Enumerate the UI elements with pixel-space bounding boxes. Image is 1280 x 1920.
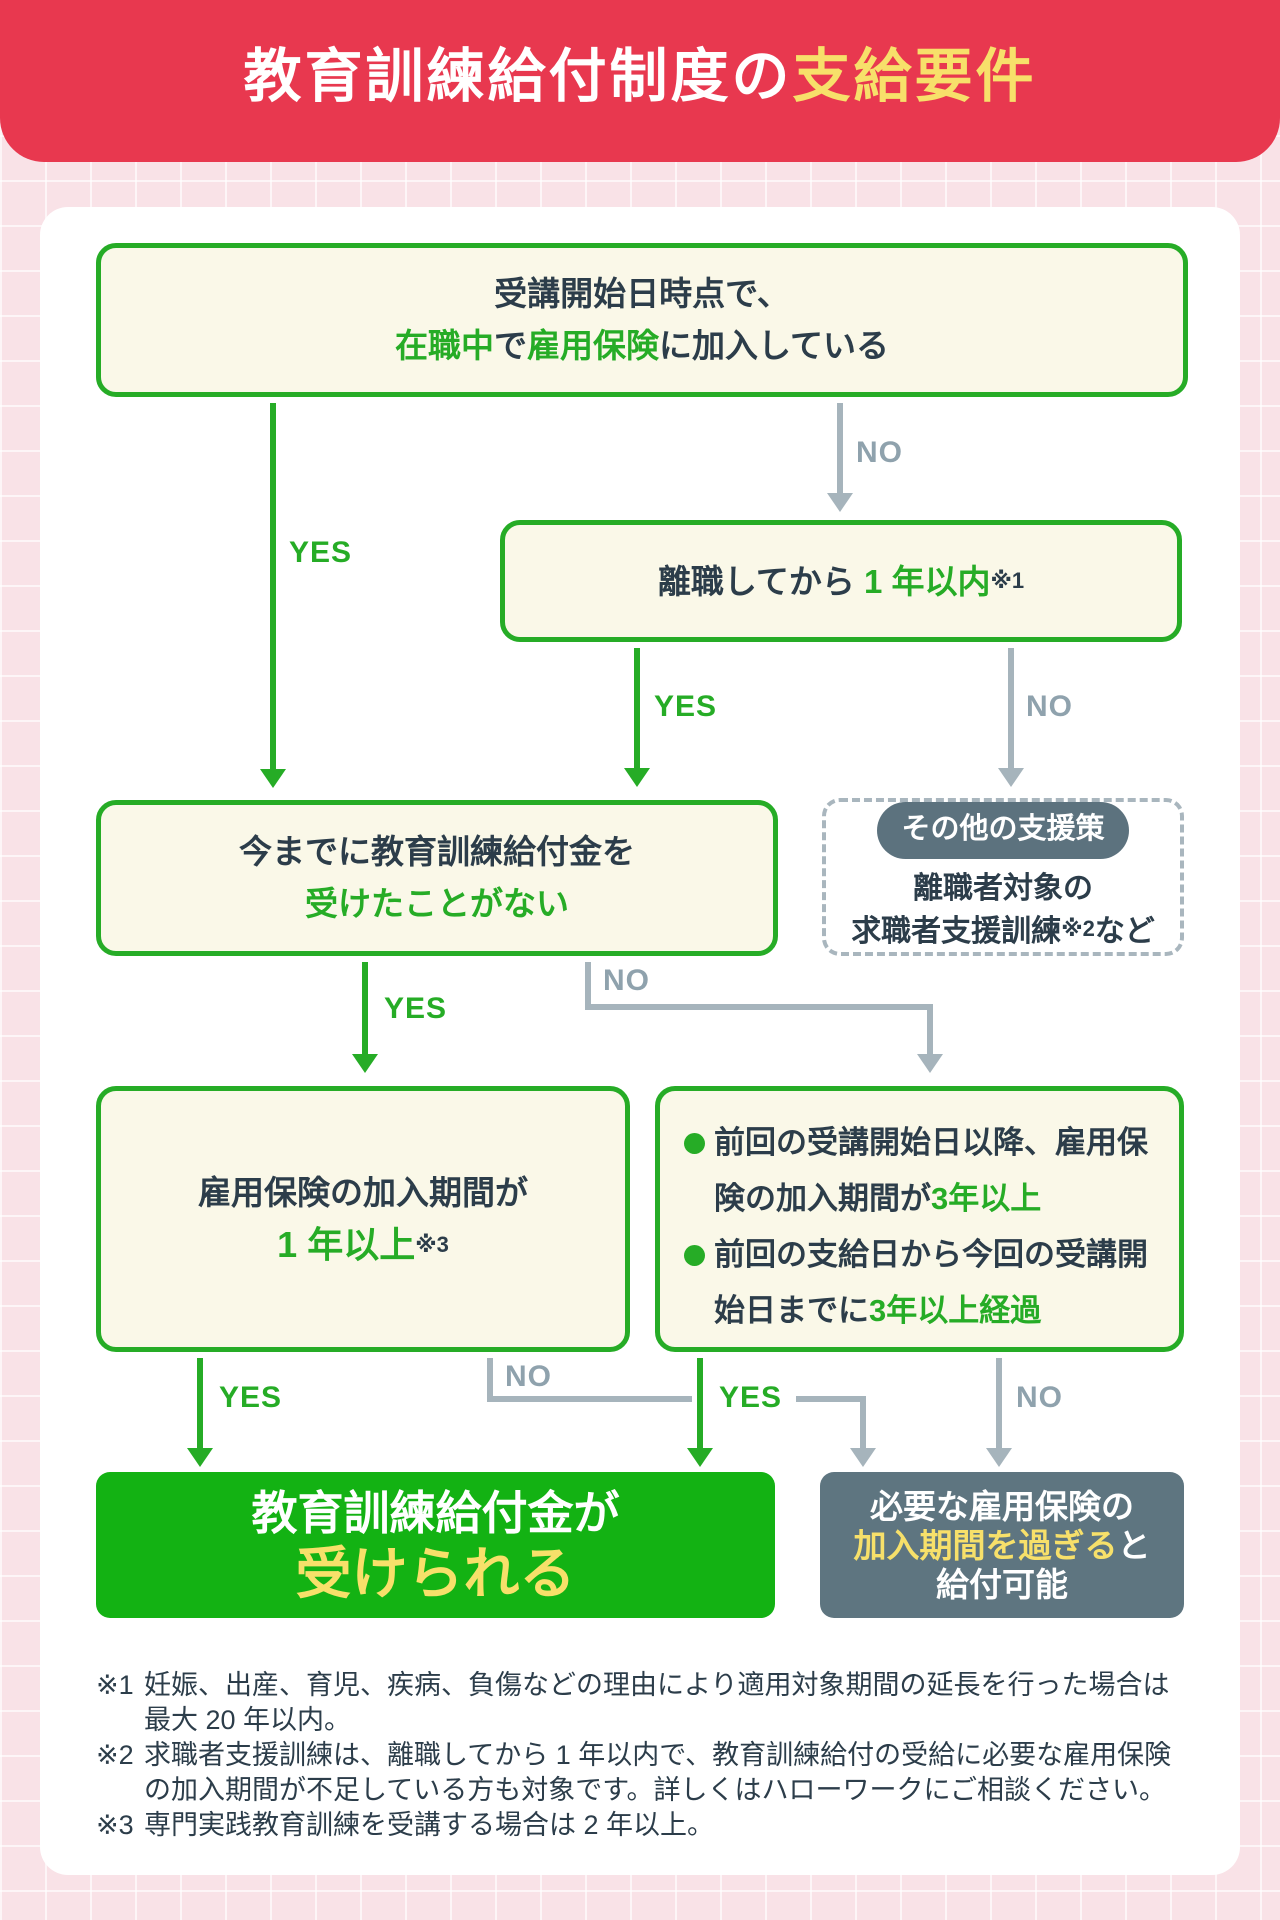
bullet-dot-icon bbox=[684, 1245, 705, 1266]
other-support-box: その他の支援策 離職者対象の 求職者支援訓練※2など bbox=[822, 798, 1184, 956]
bullet2-highlight: 3年以上経過 bbox=[869, 1293, 1042, 1328]
support-line2-end: など bbox=[1094, 915, 1155, 948]
support-footnote-ref: ※2 bbox=[1061, 916, 1095, 941]
yes-arrow-box3-line bbox=[362, 962, 368, 1054]
page-title-main: 教育訓練給付制度の bbox=[243, 44, 793, 109]
bullet-item-1: 前回の受講開始日以降、雇用保険の加入期間が3年以上 bbox=[684, 1115, 1161, 1227]
box1-line2-end: に加入している bbox=[658, 327, 889, 364]
no-elbow-box3-stub bbox=[585, 962, 591, 1010]
result-box-wait-period: 必要な雇用保険の 加入期間を過ぎると 給付可能 bbox=[820, 1472, 1184, 1618]
footnotes: ※1 妊娠、出産、育児、疾病、負傷などの理由により適用対象期間の延長を行った場合… bbox=[96, 1668, 1188, 1843]
no-elbow-box3-down bbox=[927, 1004, 933, 1054]
box3-line2: 受けたことがない bbox=[305, 885, 569, 922]
footnote-3: ※3 専門実践教育訓練を受講する場合は 2 年以上。 bbox=[96, 1808, 1188, 1843]
bullet-item-2: 前回の支給日から今回の受講開始日までに3年以上経過 bbox=[684, 1227, 1161, 1339]
yes-arrow-box5-line bbox=[697, 1358, 703, 1448]
yes-arrow-box3-head bbox=[352, 1054, 378, 1073]
bullet2-body: 前回の支給日から今回の受講開始日までに bbox=[714, 1237, 1148, 1328]
result-ok-line2: 受けられる bbox=[295, 1542, 576, 1605]
other-support-badge: その他の支援策 bbox=[877, 802, 1129, 859]
yes-arrow-box2-head bbox=[624, 768, 650, 787]
no-label-box4: NO bbox=[505, 1360, 552, 1393]
bullet1-body: 前回の受講開始日以降、雇用保険の加入期間が bbox=[714, 1125, 1148, 1216]
footnote-2-text: 求職者支援訓練は、離職してから 1 年以内で、教育訓練給付の受給に必要な雇用保険… bbox=[144, 1740, 1172, 1805]
no-label-box3: NO bbox=[603, 964, 650, 997]
footnote-1: ※1 妊娠、出産、育児、疾病、負傷などの理由により適用対象期間の延長を行った場合… bbox=[96, 1668, 1188, 1738]
no-label-box1: NO bbox=[856, 436, 903, 469]
box1-line2: 在職中で雇用保険に加入している bbox=[395, 320, 889, 372]
no-elbow-box4-head bbox=[850, 1448, 876, 1467]
flowchart-card bbox=[40, 207, 1240, 1875]
result-wait-line1: 必要な雇用保険の bbox=[870, 1487, 1134, 1525]
condition-box-repeat-rules: 前回の受講開始日以降、雇用保険の加入期間が3年以上 前回の支給日から今回の受講開… bbox=[655, 1086, 1184, 1352]
box4-footnote-ref: ※3 bbox=[415, 1232, 449, 1257]
no-arrow-box2-line bbox=[1008, 648, 1014, 768]
bullet2-text: 前回の支給日から今回の受講開始日までに3年以上経過 bbox=[714, 1227, 1161, 1339]
box2-highlight-one-year: 1 年以内 bbox=[864, 562, 991, 600]
yes-label-box3: YES bbox=[384, 992, 448, 1025]
bullet1-text: 前回の受講開始日以降、雇用保険の加入期間が3年以上 bbox=[714, 1115, 1161, 1227]
no-arrow-box1-head bbox=[827, 493, 853, 512]
yes-label-box1: YES bbox=[289, 536, 353, 569]
box2-text: 離職してから bbox=[657, 562, 865, 600]
support-line1: 離職者対象の bbox=[913, 872, 1093, 905]
box3-line1: 今までに教育訓練給付金を bbox=[239, 833, 635, 870]
footnote-2: ※2 求職者支援訓練は、離職してから 1 年以内で、教育訓練給付の受給に必要な雇… bbox=[96, 1738, 1188, 1808]
box4-highlight-one-year: 1 年以上 bbox=[277, 1224, 416, 1265]
no-elbow-box4-horizontal-2 bbox=[796, 1396, 866, 1402]
yes-arrow-box4-head bbox=[187, 1448, 213, 1467]
no-elbow-box4-stub bbox=[487, 1358, 493, 1402]
no-elbow-box4-horizontal-1 bbox=[487, 1396, 692, 1402]
footnote-1-text: 妊娠、出産、育児、疾病、負傷などの理由により適用対象期間の延長を行った場合は最大… bbox=[144, 1670, 1170, 1735]
yes-arrow-box1-head bbox=[260, 769, 286, 788]
no-elbow-box3-head bbox=[917, 1054, 943, 1073]
no-elbow-box3-horizontal bbox=[585, 1004, 933, 1010]
footnote-1-marker: ※1 bbox=[96, 1670, 134, 1700]
no-arrow-box2-head bbox=[998, 768, 1024, 787]
page-title-accent: 支給要件 bbox=[792, 44, 1037, 109]
condition-box-within-one-year: 離職してから 1 年以内※1 bbox=[500, 520, 1182, 642]
no-arrow-box5-line bbox=[996, 1358, 1002, 1448]
result-box-benefit-granted: 教育訓練給付金が 受けられる bbox=[96, 1472, 775, 1618]
yes-arrow-box2-line bbox=[634, 648, 640, 768]
box2-footnote-ref: ※1 bbox=[990, 567, 1025, 593]
no-arrow-box1-line bbox=[837, 403, 843, 493]
yes-label-box2: YES bbox=[654, 690, 718, 723]
no-label-box5: NO bbox=[1016, 1381, 1063, 1414]
no-arrow-box5-head bbox=[986, 1448, 1012, 1467]
box4-line2: 1 年以上※3 bbox=[277, 1219, 449, 1271]
header-banner: 教育訓練給付制度の支給要件 bbox=[0, 0, 1280, 162]
no-label-box2: NO bbox=[1026, 690, 1073, 723]
support-line2-text: 求職者支援訓練 bbox=[851, 915, 1062, 948]
bullet1-highlight: 3年以上 bbox=[931, 1181, 1042, 1216]
box1-highlight-employed: 在職中 bbox=[394, 327, 494, 364]
footnote-2-marker: ※2 bbox=[96, 1740, 134, 1770]
bullet-dot-icon bbox=[684, 1133, 705, 1154]
result-wait-highlight: 加入期間を過ぎる bbox=[853, 1526, 1118, 1564]
yes-arrow-box4-line bbox=[197, 1358, 203, 1448]
yes-arrow-box5-head bbox=[687, 1448, 713, 1467]
yes-arrow-box1-line bbox=[270, 403, 276, 769]
result-wait-line2-end: と bbox=[1117, 1526, 1151, 1564]
result-ok-line1: 教育訓練給付金が bbox=[251, 1487, 620, 1539]
box1-highlight-insurance: 雇用保険 bbox=[526, 327, 659, 364]
yes-label-box4: YES bbox=[219, 1381, 283, 1414]
box2-line: 離職してから 1 年以内※1 bbox=[658, 555, 1024, 608]
page-title: 教育訓練給付制度の支給要件 bbox=[243, 48, 1036, 114]
box1-line1: 受講開始日時点で、 bbox=[494, 275, 790, 312]
condition-box-insured-one-year: 雇用保険の加入期間が 1 年以上※3 bbox=[96, 1086, 630, 1352]
footnote-3-marker: ※3 bbox=[96, 1810, 134, 1840]
yes-label-box5: YES bbox=[719, 1381, 783, 1414]
result-wait-line3: 給付可能 bbox=[936, 1565, 1068, 1603]
footnote-3-text: 専門実践教育訓練を受講する場合は 2 年以上。 bbox=[144, 1810, 715, 1840]
condition-box-employed-insured: 受講開始日時点で、 在職中で雇用保険に加入している bbox=[96, 243, 1188, 397]
box4-line1: 雇用保険の加入期間が bbox=[198, 1174, 528, 1211]
support-line2: 求職者支援訓練※2など bbox=[851, 909, 1155, 952]
result-wait-line2: 加入期間を過ぎると bbox=[854, 1526, 1151, 1565]
box1-line2-mid: で bbox=[493, 327, 527, 364]
no-elbow-box4-down bbox=[860, 1396, 866, 1448]
condition-box-never-received: 今までに教育訓練給付金を 受けたことがない bbox=[96, 800, 778, 956]
